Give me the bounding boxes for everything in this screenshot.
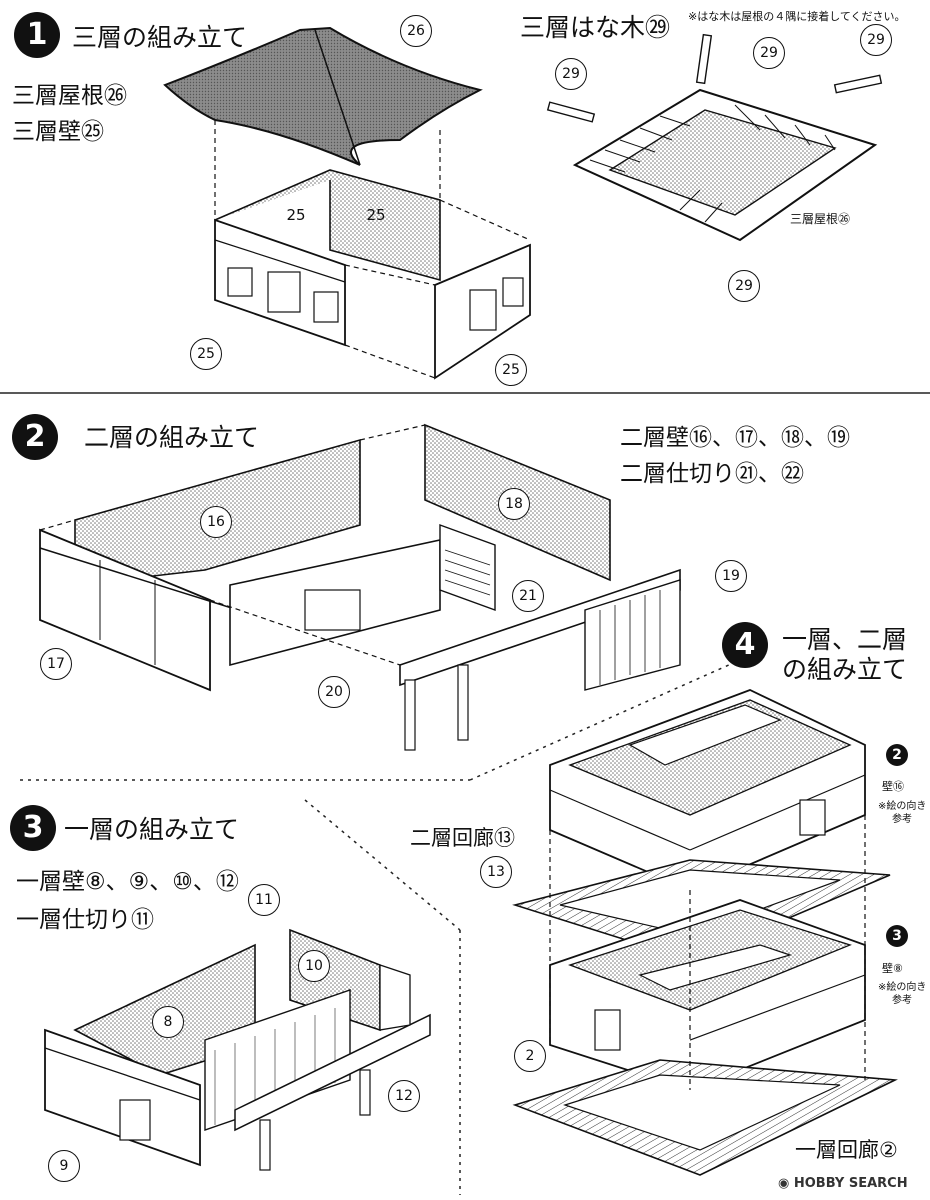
watermark: ◉ HOBBY SEARCH bbox=[778, 1176, 908, 1191]
roof-frame-roof-label: 三層屋根㉖ bbox=[790, 212, 851, 226]
step-2-partition-parts: 二層仕切り㉑、㉒ bbox=[620, 461, 804, 487]
wall-label-18: 18 bbox=[498, 488, 530, 520]
callout-29-left: 29 bbox=[555, 58, 587, 90]
callout-26: 26 bbox=[400, 15, 432, 47]
callout-29-right: 29 bbox=[860, 24, 892, 56]
watermark-logo-icon: ◉ bbox=[778, 1176, 794, 1191]
assembly-floor-2-badge: 2 bbox=[886, 744, 908, 766]
callout-2: 2 bbox=[514, 1040, 546, 1072]
step-2-wall-parts: 二層壁⑯、⑰、⑱、⑲ bbox=[620, 425, 850, 451]
floor-1-walls-drawing bbox=[44, 928, 431, 1171]
assembly-floor-2-drawing bbox=[549, 689, 866, 891]
wall-label-8: 8 bbox=[152, 1006, 184, 1038]
step-4-badge: 4 bbox=[722, 622, 768, 668]
corridor-2-drawing bbox=[512, 1059, 898, 1176]
corridor-2-label: 二層回廊⑬ bbox=[410, 826, 515, 850]
roof-frame-title: 三層はな木㉙ bbox=[520, 13, 671, 42]
callout-13: 13 bbox=[480, 856, 512, 888]
step-1-wall-parts: 三層壁㉕ bbox=[12, 119, 104, 145]
step-1-title: 三層の組み立て bbox=[72, 23, 248, 52]
assembly-floor-1-drawing bbox=[549, 899, 866, 1091]
callout-17: 17 bbox=[40, 648, 72, 680]
callout-9: 9 bbox=[48, 1150, 80, 1182]
assembly-guide-lines bbox=[549, 815, 866, 1090]
step-4-title-line-1: 一層、二層 bbox=[782, 625, 908, 654]
roof-frame-note: ※はな木は屋根の４隅に接着してください。 bbox=[688, 10, 906, 23]
assembly-note-top-1: ※絵の向き bbox=[878, 801, 927, 812]
step-3-partition-parts: 一層仕切り⑪ bbox=[16, 907, 154, 933]
corridor-1-label: 一層回廊② bbox=[795, 1138, 898, 1162]
assembly-floor-1-badge: 3 bbox=[886, 925, 908, 947]
step-3-title: 一層の組み立て bbox=[64, 815, 240, 844]
assembly-wall-16-label: 壁⑯ bbox=[882, 780, 904, 793]
roof-frame-29-drawing bbox=[546, 33, 883, 242]
assembly-note-bottom-2: 参考 bbox=[892, 995, 912, 1006]
wall-label-25b: 25 bbox=[366, 206, 386, 224]
step-1-badge: 1 bbox=[14, 12, 60, 58]
callout-11: 11 bbox=[248, 884, 280, 916]
step-2-badge: 2 bbox=[12, 414, 58, 460]
step-2-title: 二層の組み立て bbox=[84, 423, 260, 452]
callout-29-top: 29 bbox=[753, 37, 785, 69]
callout-19: 19 bbox=[715, 560, 747, 592]
callout-25-side: 25 bbox=[495, 354, 527, 386]
corridor-13-drawing bbox=[512, 859, 891, 961]
walls-25-drawing bbox=[214, 169, 531, 380]
callout-12: 12 bbox=[388, 1080, 420, 1112]
step-3-wall-parts: 一層壁⑧、⑨、⑩、⑫ bbox=[16, 869, 239, 895]
wall-label-10: 10 bbox=[298, 950, 330, 982]
watermark-text: HOBBY SEARCH bbox=[793, 1176, 908, 1191]
callout-29-bottom: 29 bbox=[728, 270, 760, 302]
callout-25-front: 25 bbox=[190, 338, 222, 370]
callout-21: 21 bbox=[512, 580, 544, 612]
roof-26-drawing bbox=[163, 26, 483, 215]
step-3-badge: 3 bbox=[10, 805, 56, 851]
assembly-note-top-2: 参考 bbox=[892, 814, 912, 825]
wall-label-25a: 25 bbox=[286, 206, 306, 224]
assembly-note-bottom-1: ※絵の向き bbox=[878, 982, 927, 993]
step-4-title-line-2: の組み立て bbox=[782, 655, 908, 684]
wall-label-16: 16 bbox=[200, 506, 232, 538]
assembly-wall-8-label: 壁⑧ bbox=[882, 962, 903, 975]
callout-20: 20 bbox=[318, 676, 350, 708]
walls-16-19-drawing bbox=[39, 423, 681, 751]
step-1-roof-parts: 三層屋根㉖ bbox=[12, 83, 127, 109]
